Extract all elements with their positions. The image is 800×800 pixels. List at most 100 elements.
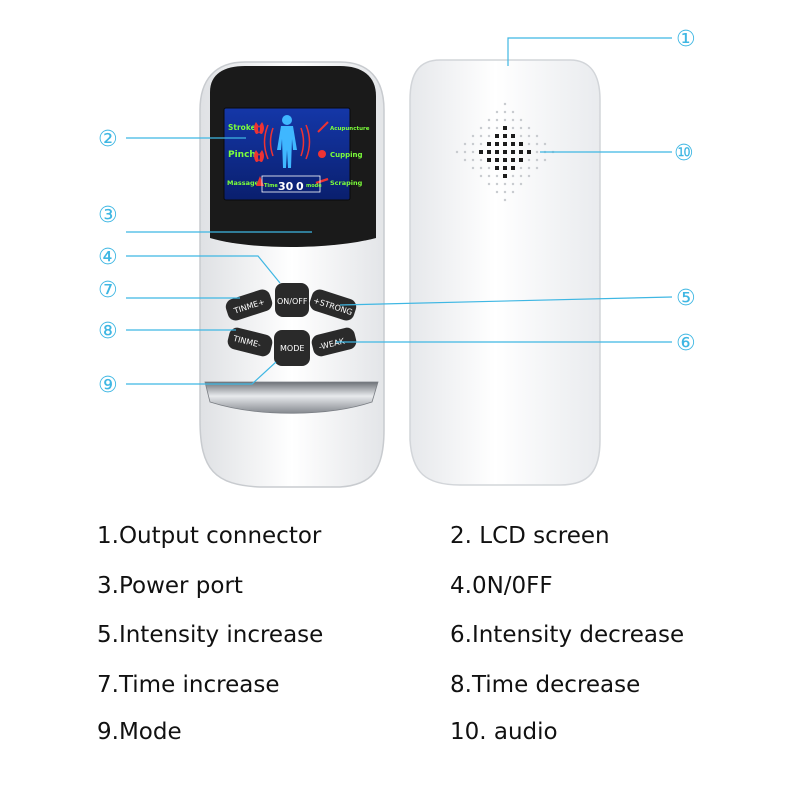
legend-item-1: 1.Output connector [97,523,322,549]
speaker-hole [519,150,523,154]
button-panel: ON/OFF TINME+ +STRONG TINME- MODE -WEAK [224,283,359,366]
speaker-hole [519,158,523,162]
mode-label: MODE [280,344,304,353]
lcd-time-value: 30 [278,180,294,193]
speaker-hole [527,150,531,154]
lcd-pinch-label: Pinch [228,150,256,160]
speaker-dot [463,142,467,146]
speaker-hole [519,142,523,146]
speaker-hole [495,142,499,146]
weak-button[interactable] [310,326,358,358]
legend-item-4: 4.0N/0FF [450,573,553,599]
lcd-scraping-icon [315,177,329,185]
speaker-dot [535,134,539,138]
speaker-hole [495,134,499,138]
speaker-dot [535,166,539,170]
legend-item-9: 9.Mode [97,719,182,745]
callout-10: ⑩ [674,141,694,166]
speaker-dot [479,142,483,146]
speaker-dot [519,182,523,186]
speaker-hole [503,174,507,178]
callout-6: ⑥ [676,331,696,356]
speaker-hole [503,126,507,130]
speaker-dot [527,166,531,170]
legend-item-10: 10. audio [450,719,558,745]
lcd-time-label: Time [264,183,278,189]
speaker-dot [471,166,475,170]
on-off-label: ON/OFF [277,297,308,306]
speaker-dot [511,126,515,130]
lcd-time-box [261,175,321,193]
speaker-hole [511,158,515,162]
lcd-cupping-icon [318,150,326,158]
legend-item-7: 7.Time increase [97,672,280,698]
speaker-dot [471,150,475,154]
callout-1: ① [676,27,696,52]
speaker-dot [527,142,531,146]
legend-item-2: 2. LCD screen [450,523,610,549]
speaker-dot [503,102,507,106]
strong-button[interactable] [308,287,359,322]
speaker-dot [503,118,507,122]
speaker-dot [487,166,491,170]
speaker-hole [487,142,491,146]
speaker-dot [495,118,499,122]
speaker-hole [487,158,491,162]
lcd-mode-label: mode [306,183,322,189]
callout-9: ⑨ [98,373,118,398]
callout-8: ⑧ [98,319,118,344]
speaker-hole [495,166,499,170]
lcd-cupping-label: Cupping [330,151,363,159]
speaker-dot [543,158,547,162]
device-diagram: Stroke Pinch Massage Acupuncture Cupping… [98,27,696,488]
speaker-dot [471,142,475,146]
speaker-dot [479,126,483,130]
speaker-hole [511,150,515,154]
speaker-dot [479,174,483,178]
lcd-massage-label: Massage [227,179,260,187]
callout-line-9 [126,361,277,385]
speaker-dot [527,174,531,178]
speaker-dot [511,110,515,114]
speaker-dot [527,134,531,138]
speaker-hole [511,166,515,170]
speaker-dot [535,142,539,146]
speaker-dot [495,110,499,114]
speaker-dot [463,150,467,154]
callout-5: ⑤ [676,286,696,311]
speaker-dot [511,182,515,186]
speaker-hole [487,150,491,154]
speaker-dot [511,190,515,194]
lcd-wave-right-icon [300,124,311,160]
speaker-dot [463,158,467,162]
speaker-hole [503,166,507,170]
speaker-dot [535,150,539,154]
time-minus-button[interactable] [226,326,274,358]
lcd-scraping-label: Scraping [330,179,363,187]
speaker-dot [503,198,507,202]
speaker-dot [503,190,507,194]
device-back-body [409,59,601,486]
on-off-button[interactable] [275,283,309,317]
lcd-acupuncture-label: Acupuncture [330,126,370,132]
lcd-lungs-icon-2 [254,150,264,162]
callout-2: ② [98,127,118,152]
speaker-dot [519,174,523,178]
lcd-icons [254,121,329,186]
speaker-dot [519,118,523,122]
speaker-dot [495,190,499,194]
time-plus-button[interactable] [224,287,275,322]
speaker-dot [503,110,507,114]
speaker-dot [471,134,475,138]
mode-button[interactable] [274,330,310,366]
lcd-intensity-value: 0 [296,180,304,193]
speaker-dot [527,158,531,162]
legend: 1.Output connector 2. LCD screen 3.Power… [0,515,800,775]
speaker-dot [519,166,523,170]
speaker-dot [519,134,523,138]
legend-item-3: 3.Power port [97,573,243,599]
legend-item-8: 8.Time decrease [450,672,641,698]
chrome-strip [204,381,379,414]
device-back [409,59,601,486]
lcd-lungs-icon [254,122,264,134]
